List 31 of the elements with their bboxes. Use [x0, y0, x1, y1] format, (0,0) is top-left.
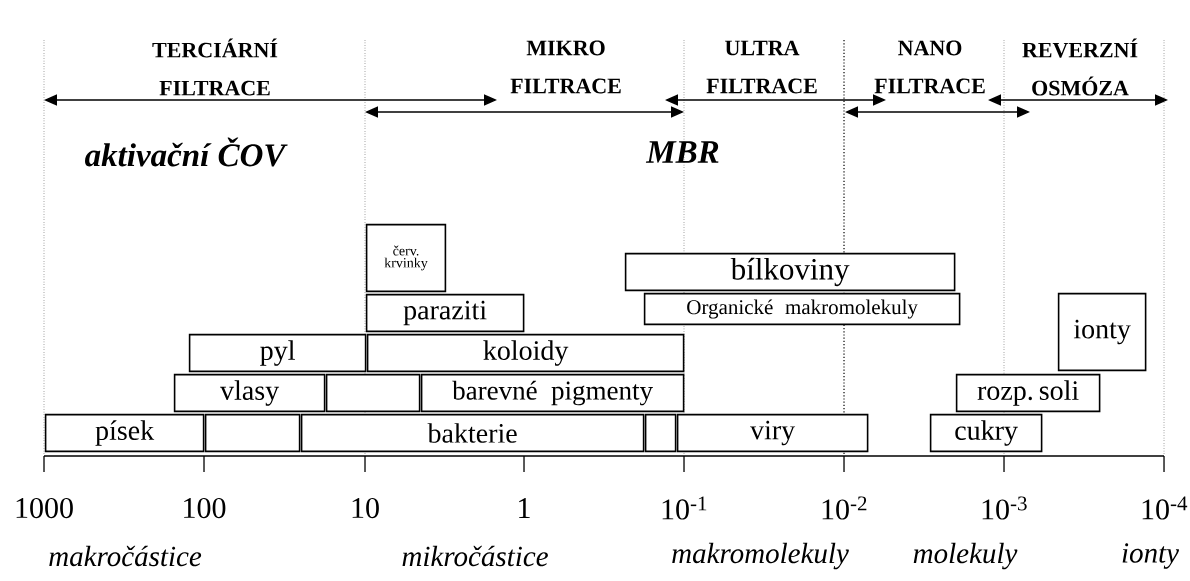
particle-box: rozp. soli [955, 373, 1101, 413]
range-heading: ULTRA FILTRACE [706, 40, 817, 94]
category-label: makročástice [49, 545, 202, 567]
tick-label: 10 [352, 497, 379, 519]
category-label: mikročástice [402, 545, 548, 567]
process-label: MBR [645, 141, 719, 163]
tick-label: 10$^{-3}$ [982, 496, 1027, 520]
range-heading: NANO FILTRACE [874, 40, 985, 94]
range-heading: TERCIÁRNÍ FILTRACE [152, 38, 278, 96]
tick-label: 100 [184, 497, 226, 519]
particle-box: červ. krvinky [365, 223, 447, 293]
tick-label: 1 [519, 498, 530, 518]
particle-box: písek [44, 413, 205, 453]
range-heading: MIKRO FILTRACE [510, 40, 621, 94]
particle-box: pyl [188, 333, 367, 373]
particle-box: bílkoviny [624, 252, 956, 292]
category-label: molekuly [913, 542, 1018, 570]
particle-box: paraziti [365, 293, 525, 333]
range-heading: REVERZNÍ OSMÓZA [1022, 38, 1138, 96]
particle-box: cukry [929, 413, 1043, 453]
particle-box: vlasy [173, 373, 326, 413]
tick-label: 1000 [16, 497, 73, 519]
particle-box: ionty [1057, 292, 1147, 372]
tick-label: 10$^{-4}$ [1142, 496, 1188, 520]
tick-label: 10$^{-1}$ [662, 496, 707, 520]
tick-label: 10$^{-2}$ [822, 496, 867, 520]
category-label: makromolekuly [672, 542, 849, 570]
empty-box [644, 413, 677, 453]
process-label: aktivační ČOV [85, 137, 288, 167]
category-label: ionty [1122, 543, 1180, 569]
particle-box: Organické makromolekuly [643, 292, 961, 326]
